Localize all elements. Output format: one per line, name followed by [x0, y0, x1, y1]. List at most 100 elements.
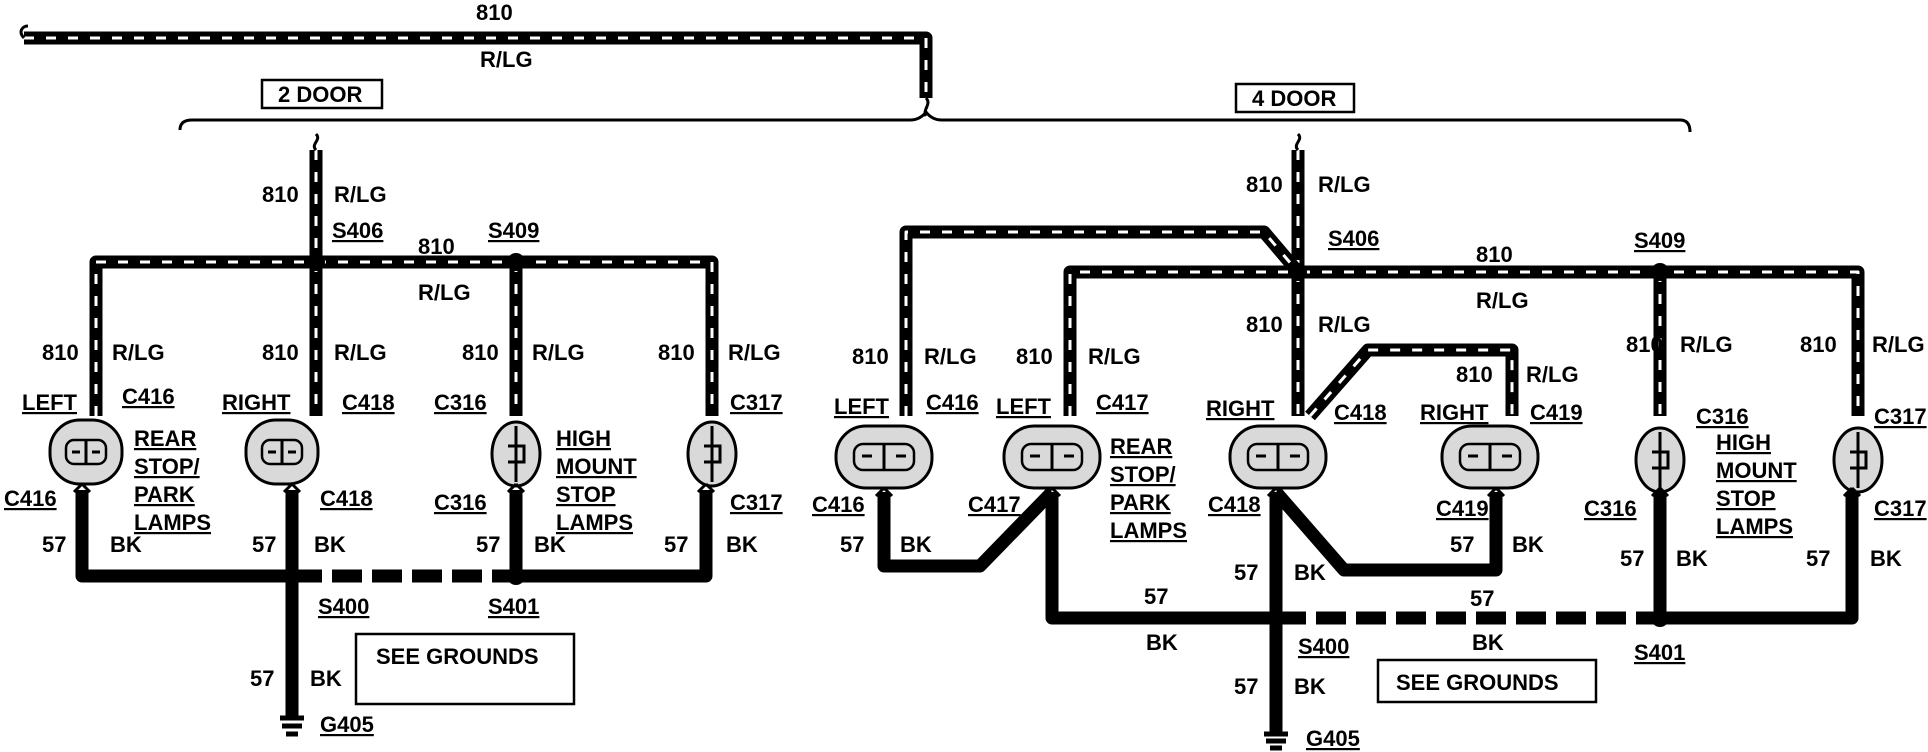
two-door-b2-gnd-color: BK — [314, 532, 346, 557]
four-door-s409-node — [1651, 263, 1669, 281]
four-door-section: 4 DOOR 810 R/LG S406 S409 810 R/LG 81 — [812, 82, 1927, 751]
four-door-b6-circuit: 810 — [1800, 332, 1837, 357]
two-door-high-mount-lamp-c317 — [686, 420, 738, 488]
two-door-b2-circuit: 810 — [262, 340, 299, 365]
four-door-b1-side: LEFT — [834, 394, 890, 419]
four-door-see-grounds: SEE GROUNDS — [1396, 670, 1559, 695]
four-door-c317-gnd-color: BK — [1870, 546, 1902, 571]
four-door-b2-color: R/LG — [1088, 344, 1141, 369]
four-door-mid-gnd-circuit: 57 — [1470, 586, 1494, 611]
four-door-title-box — [1234, 82, 1356, 114]
four-door-left-rear-lamp-c417 — [1002, 424, 1102, 490]
four-door-b5-conn-bottom: C316 — [1584, 496, 1637, 521]
four-door-b1-conn-bottom: C416 — [812, 492, 865, 517]
two-door-s409-label: S409 — [488, 218, 539, 243]
four-door-b5-circuit: 810 — [1626, 332, 1663, 357]
four-door-c419-gnd-circuit: 57 — [1450, 532, 1474, 557]
two-door-s400-label: S400 — [318, 594, 369, 619]
four-door-c317-gnd-circuit: 57 — [1806, 546, 1830, 571]
two-door-drop-color: BK — [310, 666, 342, 691]
two-door-b1-gnd-color: BK — [110, 532, 142, 557]
four-door-title: 4 DOOR — [1252, 86, 1336, 111]
four-door-bus-left-color: BK — [1146, 630, 1178, 655]
four-door-left-rear-lamp-c416 — [834, 424, 934, 490]
feed-color-label: R/LG — [480, 47, 533, 72]
four-door-s400-label: S400 — [1298, 634, 1349, 659]
four-door-feed-circuit: 810 — [1246, 172, 1283, 197]
four-door-c419-gnd-color: BK — [1512, 532, 1544, 557]
two-door-rear-label-3: PARK — [134, 482, 195, 507]
four-door-high-label-2: MOUNT — [1716, 458, 1797, 483]
four-door-b6-conn-bottom: C317 — [1874, 496, 1927, 521]
four-door-b2-side: LEFT — [996, 394, 1052, 419]
four-door-feed-color: R/LG — [1318, 172, 1371, 197]
two-door-feed-color: R/LG — [334, 182, 387, 207]
two-door-rear-label-2: STOP/ — [134, 454, 200, 479]
four-door-s401-node — [1651, 609, 1669, 627]
two-door-b1-conn-top: C416 — [122, 384, 175, 409]
four-door-rear-label-3: PARK — [1110, 490, 1171, 515]
two-door-s406-node — [307, 253, 325, 271]
two-door-b2-side: RIGHT — [222, 390, 291, 415]
two-door-b2-conn-top: C418 — [342, 390, 395, 415]
two-door-drop-circuit: 57 — [250, 666, 274, 691]
four-door-b4-color: R/LG — [1526, 362, 1579, 387]
two-door-b4-gnd-circuit: 57 — [664, 532, 688, 557]
two-door-b3-conn-bottom: C316 — [434, 490, 487, 515]
two-door-b1-color: R/LG — [112, 340, 165, 365]
four-door-b4-side: RIGHT — [1420, 400, 1489, 425]
two-door-b2-conn-bottom: C418 — [320, 486, 373, 511]
two-door-ground-wires — [72, 482, 716, 716]
four-door-b3-conn-top: C418 — [1334, 400, 1387, 425]
two-door-feed-wires — [89, 132, 719, 416]
two-door-b1-circuit: 810 — [42, 340, 79, 365]
four-door-b6-color: R/LG — [1872, 332, 1925, 357]
two-door-b2-gnd-circuit: 57 — [252, 532, 276, 557]
four-door-right-rear-lamp-c418 — [1228, 424, 1328, 490]
four-door-b1-circuit: 810 — [852, 344, 889, 369]
four-door-b6-conn-top: C317 — [1874, 404, 1927, 429]
two-door-see-grounds-box — [354, 632, 576, 706]
two-door-rear-label-4: LAMPS — [134, 510, 211, 535]
two-door-b3-color: R/LG — [532, 340, 585, 365]
two-door-b2-color: R/LG — [334, 340, 387, 365]
two-door-s401-label: S401 — [488, 594, 539, 619]
two-door-b4-circuit: 810 — [658, 340, 695, 365]
four-door-mid-circuit: 810 — [1476, 242, 1513, 267]
four-door-b5-color: R/LG — [1680, 332, 1733, 357]
four-door-b2-conn-top: C417 — [1096, 390, 1149, 415]
four-door-ground-label: G405 — [1306, 726, 1360, 751]
two-door-b4-conn-bottom: C317 — [730, 490, 783, 515]
four-door-b5-conn-top: C316 — [1696, 404, 1749, 429]
two-door-b4-gnd-color: BK — [726, 532, 758, 557]
four-door-s406-node — [1289, 263, 1307, 281]
four-door-mid-gnd-color: BK — [1472, 630, 1504, 655]
two-door-b3-circuit: 810 — [462, 340, 499, 365]
model-brace — [178, 109, 1692, 133]
four-door-b3-conn-bottom: C418 — [1208, 492, 1261, 517]
four-door-rear-lamps-label: REAR STOP/ PARK LAMPS — [1110, 434, 1187, 543]
two-door-s409-node — [507, 253, 525, 271]
four-door-rear-label-2: STOP/ — [1110, 462, 1176, 487]
four-door-rear-label-4: LAMPS — [1110, 518, 1187, 543]
two-door-ground-symbol — [280, 715, 304, 737]
four-door-b2-conn-bottom: C417 — [968, 492, 1021, 517]
four-door-see-grounds-box — [1376, 658, 1598, 704]
two-door-title: 2 DOOR — [278, 82, 362, 107]
two-door-b3-gnd-circuit: 57 — [476, 532, 500, 557]
two-door-s401-node — [507, 567, 525, 585]
four-door-b4-conn-bottom: C419 — [1436, 496, 1489, 521]
four-door-left-gnd-circuit: 57 — [840, 532, 864, 557]
four-door-left-gnd-color: BK — [900, 532, 932, 557]
two-door-mid-color: R/LG — [418, 280, 471, 305]
four-door-s406-label: S406 — [1328, 226, 1379, 251]
two-door-see-grounds: SEE GROUNDS — [376, 644, 539, 669]
two-door-ground-label: G405 — [320, 712, 374, 737]
four-door-high-label-3: STOP — [1716, 486, 1776, 511]
two-door-feed-circuit: 810 — [262, 182, 299, 207]
four-door-rear-label-1: REAR — [1110, 434, 1172, 459]
four-door-mid-color: R/LG — [1476, 288, 1529, 313]
two-door-b1-conn-bottom: C416 — [4, 486, 57, 511]
four-door-s409-label: S409 — [1634, 228, 1685, 253]
two-door-b3-gnd-color: BK — [534, 532, 566, 557]
